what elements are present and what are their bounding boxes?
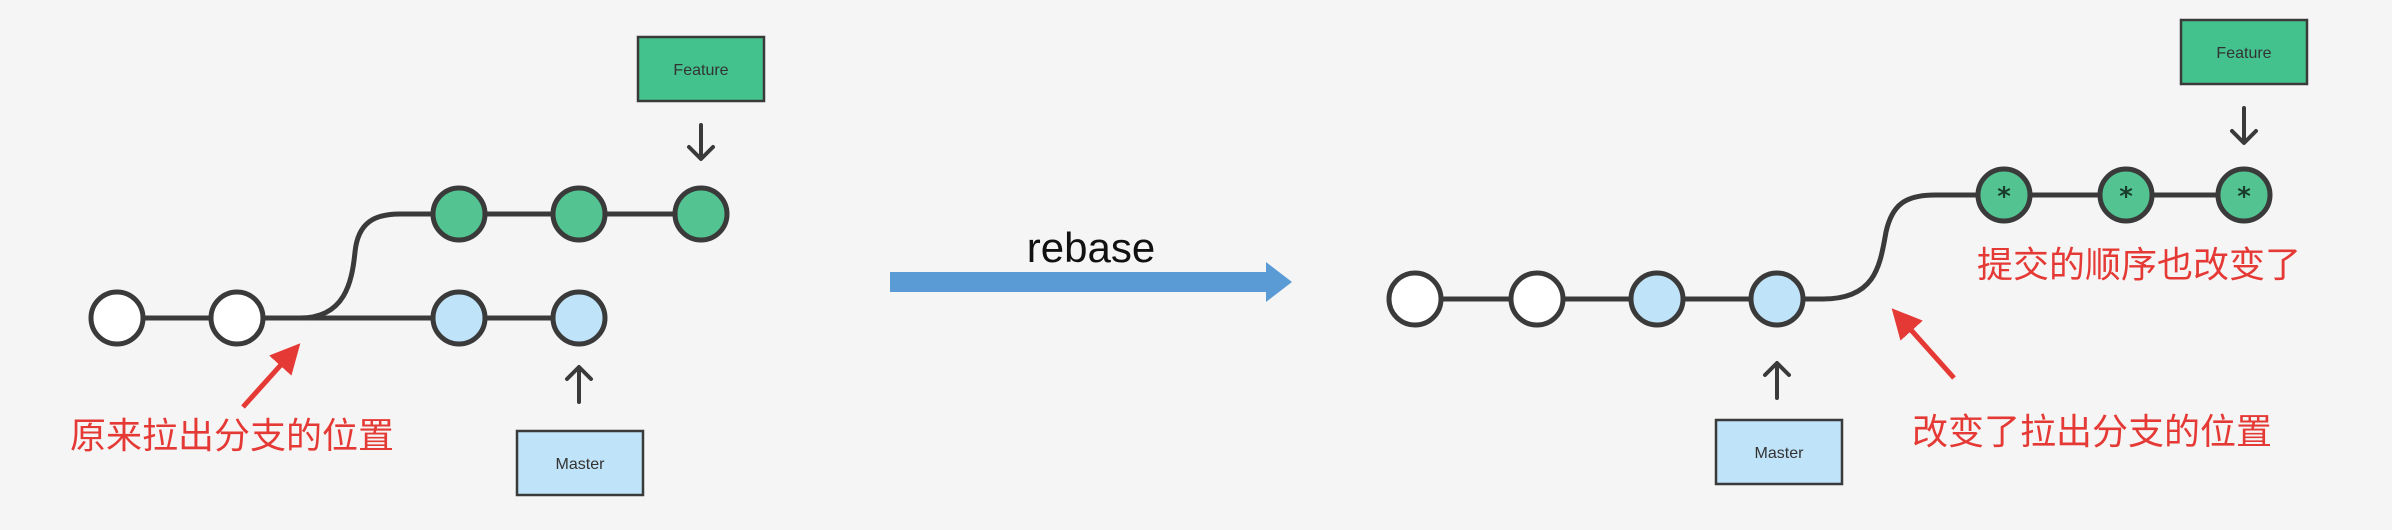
annotation-commit-order-changed: 提交的顺序也改变了 [1977,245,2301,286]
commit-feature-2 [550,185,608,243]
feature-pointer-arrow [687,123,715,161]
after-feature-pointer-arrow [2230,106,2258,145]
commit-feature-3 [672,185,730,243]
commit-after-base-1 [1386,270,1444,328]
svg-text:*: * [2237,182,2251,212]
svg-text:*: * [1997,182,2011,212]
commit-feature-1 [430,185,488,243]
rebase-arrow-shaft [890,272,1270,292]
commit-after-master-1 [1628,270,1686,328]
before-graph: Feature Master 原来拉出分支的位置 [70,35,766,497]
after-graph: * * * Feature Master 改变了拉出分支的位置 提交的顺序也改变… [1386,18,2309,486]
master-pointer-arrow [565,365,593,404]
annotation-original-branch-point: 原来拉出分支的位置 [70,416,394,457]
rebase-arrow-head [1266,262,1292,302]
commit-base-2 [208,289,266,347]
after-feature-branch-box [2179,18,2309,86]
commit-master-2 [550,289,608,347]
commit-after-feature-1: * [1975,166,2033,224]
annotation-arrow-changed [1891,308,1956,380]
edge-after-rebased-curve [1777,192,2004,302]
rebase-label: rebase [1027,224,1155,271]
commit-after-feature-2: * [2097,166,2155,224]
commit-master-1 [430,289,488,347]
svg-text:*: * [2119,182,2133,212]
after-master-branch-box [1714,418,1844,486]
master-branch-box [515,429,645,497]
feature-branch-box [636,35,766,103]
after-master-pointer-arrow [1763,361,1791,400]
commit-base-1 [88,289,146,347]
rebase-transition: rebase [890,224,1292,302]
master-branch-label: Master [556,456,606,473]
commit-after-master-2 [1748,270,1806,328]
annotation-arrow-original [241,343,301,409]
after-master-branch-label: Master [1755,445,1805,462]
feature-branch-label: Feature [673,62,728,79]
commit-after-feature-3: * [2215,166,2273,224]
commit-after-base-2 [1508,270,1566,328]
edge-feature-branch-curve [299,211,459,321]
after-feature-branch-label: Feature [2216,45,2271,62]
annotation-changed-branch-point: 改变了拉出分支的位置 [1912,412,2272,453]
